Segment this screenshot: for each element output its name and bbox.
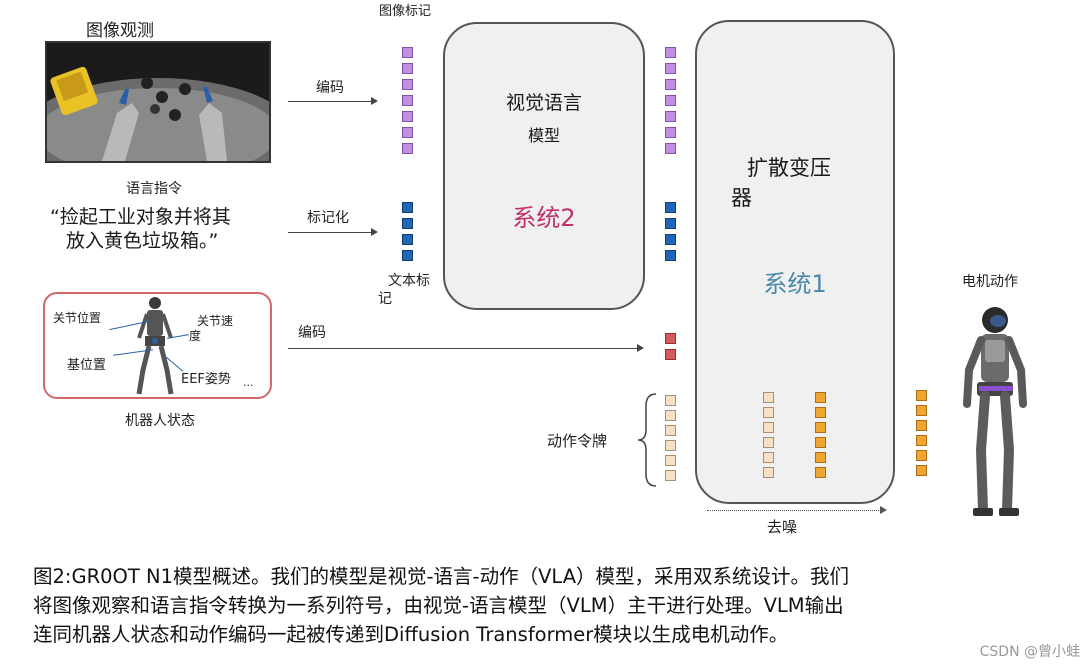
action-token <box>665 395 676 406</box>
text-token <box>402 202 413 213</box>
humanoid-robot-image <box>963 307 1027 516</box>
vlm-title-line-1: 视觉语言 <box>505 92 582 114</box>
output-token <box>916 420 927 431</box>
figure-caption: 图2:GR0OT N1模型概述。我们的模型是视觉-语言-动作（VLA）模型，采用… <box>33 562 1078 649</box>
ellipsis: ... <box>243 376 254 389</box>
diffusion-transformer-box: 扩散变压 器 系统1 <box>695 20 895 504</box>
action-token <box>665 410 676 421</box>
action-tokens-brace <box>637 393 657 487</box>
state-token <box>665 349 676 360</box>
robot-state-figure <box>136 297 174 395</box>
encode-label-2: 编码 <box>298 325 326 341</box>
system-2-label: 系统2 <box>512 204 576 232</box>
image-token <box>402 47 413 58</box>
output-token <box>916 405 927 416</box>
text-tokens-line-1: 文本标 <box>388 273 430 289</box>
joint-velocity-label: 关节速 度 <box>189 314 234 344</box>
watermark: CSDN @曾小蛙 <box>979 644 1080 660</box>
robot-state-label: 机器人状态 <box>125 413 195 429</box>
text-token <box>665 202 676 213</box>
denoise-token <box>815 467 826 478</box>
image-observation-photo <box>45 41 271 163</box>
image-token <box>665 111 676 122</box>
state-token <box>665 333 676 344</box>
denoise-token <box>815 407 826 418</box>
vlm-title-line-2: 模型 <box>527 126 560 145</box>
denoise-label: 去噪 <box>767 518 798 536</box>
language-instruction-label: 语言指令 <box>126 181 182 197</box>
text-tokens-line-2: 记 <box>378 291 392 307</box>
action-token <box>665 440 676 451</box>
instruction-line-2: 放入黄色垃圾箱。” <box>66 230 219 252</box>
encode-label-1: 编码 <box>316 80 344 96</box>
denoise-arrowhead <box>880 506 887 514</box>
denoise-token <box>763 467 774 478</box>
image-token <box>402 79 413 90</box>
denoise-token <box>763 392 774 403</box>
tokenize-arrow <box>288 228 378 236</box>
denoise-token <box>763 452 774 463</box>
denoise-token <box>815 437 826 448</box>
denoise-token <box>763 407 774 418</box>
denoise-token <box>815 422 826 433</box>
encode-arrow-1 <box>288 97 378 105</box>
image-token <box>665 143 676 154</box>
system-1-label: 系统1 <box>763 270 827 298</box>
text-token <box>402 234 413 245</box>
denoise-token <box>815 392 826 403</box>
image-token <box>402 127 413 138</box>
joint-position-label: 关节位置 <box>53 311 102 325</box>
action-tokens-label: 动作令牌 <box>547 432 608 450</box>
text-token <box>665 218 676 229</box>
output-token <box>916 465 927 476</box>
image-tokens-label: 图像标记 <box>379 4 432 19</box>
denoise-arrow <box>707 510 883 511</box>
text-token <box>402 250 413 261</box>
dit-title-line-2: 器 <box>731 186 752 210</box>
action-token <box>665 455 676 466</box>
image-token <box>665 47 676 58</box>
text-tokens-label: 文本标 记 <box>378 272 430 308</box>
image-token <box>402 63 413 74</box>
image-token <box>665 127 676 138</box>
denoise-token <box>763 437 774 448</box>
image-token <box>665 63 676 74</box>
instruction-text: “捡起工业对象并将其 放入黄色垃圾箱。” <box>50 205 231 253</box>
encode-arrow-2 <box>288 344 644 352</box>
image-token <box>665 79 676 90</box>
dit-title-line-1: 扩散变压 <box>747 156 831 180</box>
caption-line-1: 图2:GR0OT N1模型概述。我们的模型是视觉-语言-动作（VLA）模型，采用… <box>33 565 850 588</box>
denoise-token <box>815 452 826 463</box>
image-token <box>402 143 413 154</box>
denoise-token <box>763 422 774 433</box>
caption-line-2: 将图像观察和语言指令转换为一系列符号，由视觉-语言模型（VLM）主干进行处理。V… <box>33 594 844 617</box>
action-token <box>665 470 676 481</box>
output-token <box>916 450 927 461</box>
image-token <box>402 95 413 106</box>
vlm-box: 视觉语言 模型 系统2 <box>443 22 645 310</box>
image-token <box>665 95 676 106</box>
image-observation-label: 图像观测 <box>86 21 154 41</box>
image-token <box>402 111 413 122</box>
text-token <box>665 234 676 245</box>
output-token <box>916 390 927 401</box>
base-position-label: 基位置 <box>67 358 107 373</box>
caption-line-3: 连同机器人状态和动作编码一起被传递到Diffusion Transformer模… <box>33 623 789 646</box>
instruction-line-1: “捡起工业对象并将其 <box>50 206 231 228</box>
joint-velocity-line-2: 度 <box>189 329 202 343</box>
eef-pose-label: EEF姿势 <box>181 372 231 387</box>
joint-velocity-line-1: 关节速 <box>197 314 234 328</box>
output-token <box>916 435 927 446</box>
tokenize-label: 标记化 <box>307 210 349 226</box>
text-token <box>402 218 413 229</box>
text-token <box>665 250 676 261</box>
action-token <box>665 425 676 436</box>
robot-state-panel: 关节位置 关节速 度 基位置 EEF姿势 ... <box>43 292 272 399</box>
motor-actions-label: 电机动作 <box>962 274 1018 290</box>
